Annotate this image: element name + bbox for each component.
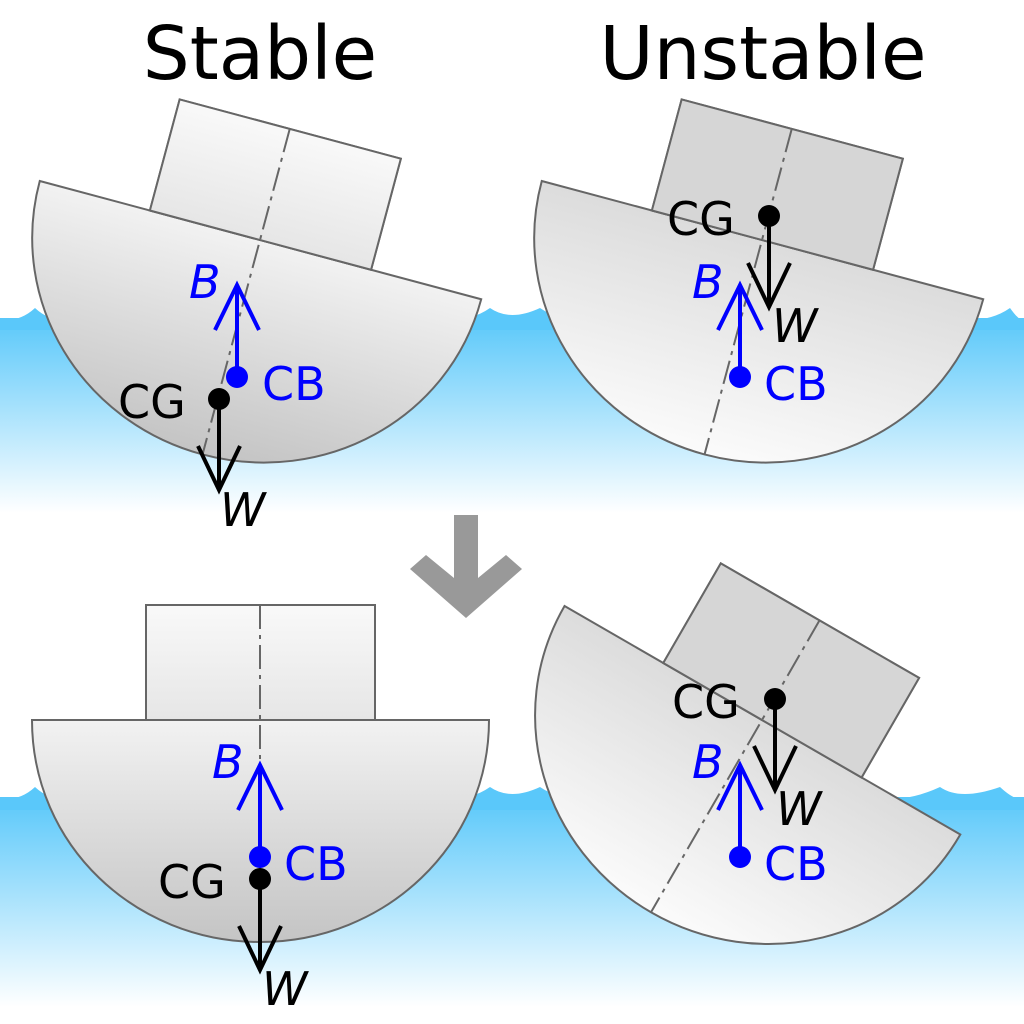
- unstable-capsizing-forces: B CB CG W: [672, 675, 828, 891]
- center-of-gravity: [758, 205, 780, 227]
- unstable-title: Unstable: [599, 11, 926, 97]
- cb-label: CB: [764, 837, 828, 891]
- unstable-heeled-forces: B CB CG W: [667, 192, 828, 411]
- center-of-buoyancy: [729, 366, 751, 388]
- cb-label: CB: [284, 837, 348, 891]
- down-arrow-icon: [410, 515, 522, 618]
- cb-label: CB: [262, 357, 326, 411]
- unstable-heeled-ship: [483, 68, 1014, 515]
- stable-title: Stable: [143, 11, 377, 97]
- stable-upright-forces: B CB CG W: [158, 735, 348, 1016]
- cg-label: CG: [667, 192, 735, 246]
- center-of-gravity: [249, 868, 271, 890]
- b-label: B: [692, 255, 724, 309]
- cg-label: CG: [672, 675, 740, 729]
- center-of-gravity: [208, 388, 230, 410]
- cg-label: CG: [118, 375, 186, 429]
- cg-label: CG: [158, 855, 226, 909]
- center-of-gravity: [764, 688, 786, 710]
- stable-heeled-forces: B CB CG W: [118, 255, 326, 537]
- b-label: B: [692, 735, 724, 789]
- stable-heeled-ship: [0, 68, 512, 515]
- cb-label: CB: [764, 357, 828, 411]
- b-label: B: [212, 735, 244, 789]
- stable-upright-ship: [31, 604, 490, 943]
- center-of-buoyancy: [729, 846, 751, 868]
- w-label: W: [220, 483, 267, 537]
- w-label: W: [776, 782, 823, 836]
- w-label: W: [772, 299, 819, 353]
- center-of-buoyancy: [226, 366, 248, 388]
- b-label: B: [189, 255, 221, 309]
- w-label: W: [262, 962, 309, 1016]
- center-of-buoyancy: [249, 846, 271, 868]
